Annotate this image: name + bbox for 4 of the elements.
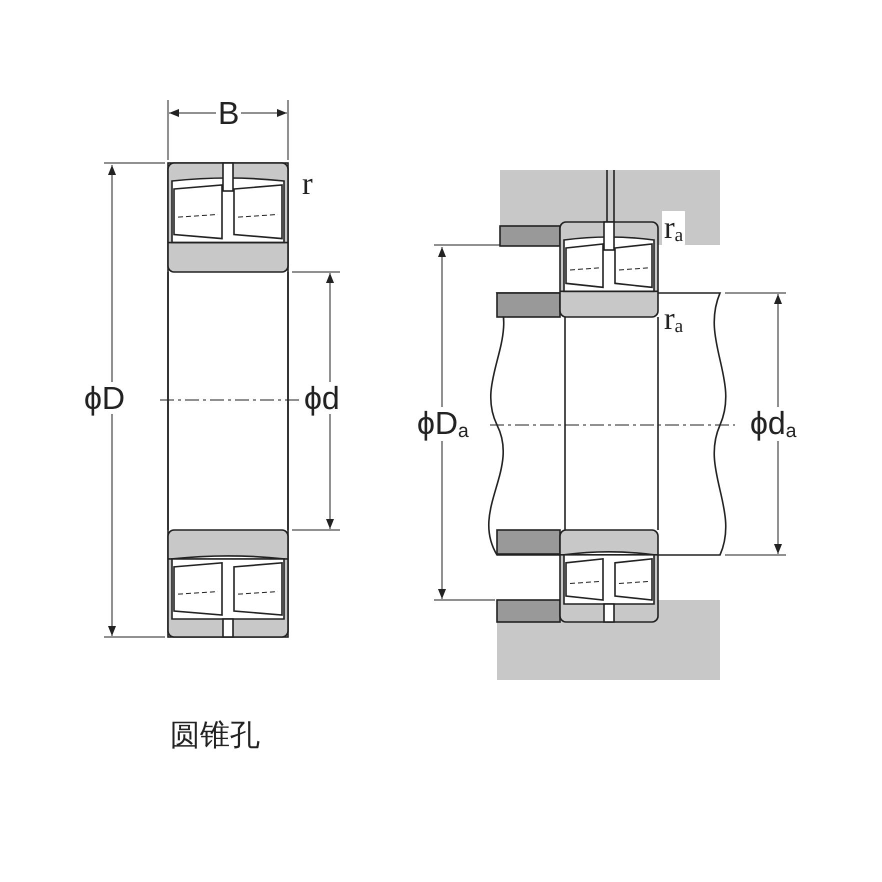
dimension-label: r$_{a}$ <box>662 211 686 246</box>
dimension-label: ϕD$_{a}$ <box>415 407 471 442</box>
caption: 圆锥孔 <box>170 717 260 755</box>
dimension-label: ϕd$_{a}$ <box>748 407 798 442</box>
